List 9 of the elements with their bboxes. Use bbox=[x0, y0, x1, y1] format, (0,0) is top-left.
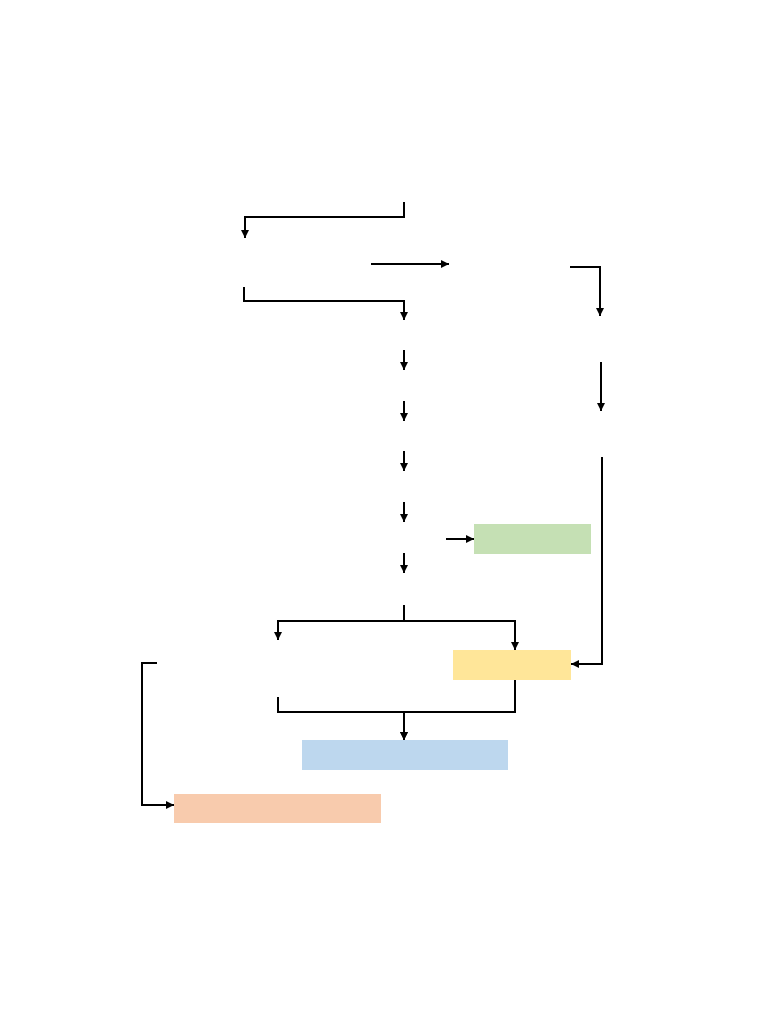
arrow bbox=[445, 535, 475, 543]
arrow bbox=[570, 456, 603, 668]
arrow bbox=[141, 662, 175, 809]
process-box bbox=[474, 524, 591, 554]
arrow bbox=[403, 604, 519, 651]
arrow bbox=[277, 696, 408, 741]
process-box bbox=[453, 650, 571, 680]
process-box bbox=[302, 740, 508, 770]
process-box bbox=[174, 794, 381, 823]
